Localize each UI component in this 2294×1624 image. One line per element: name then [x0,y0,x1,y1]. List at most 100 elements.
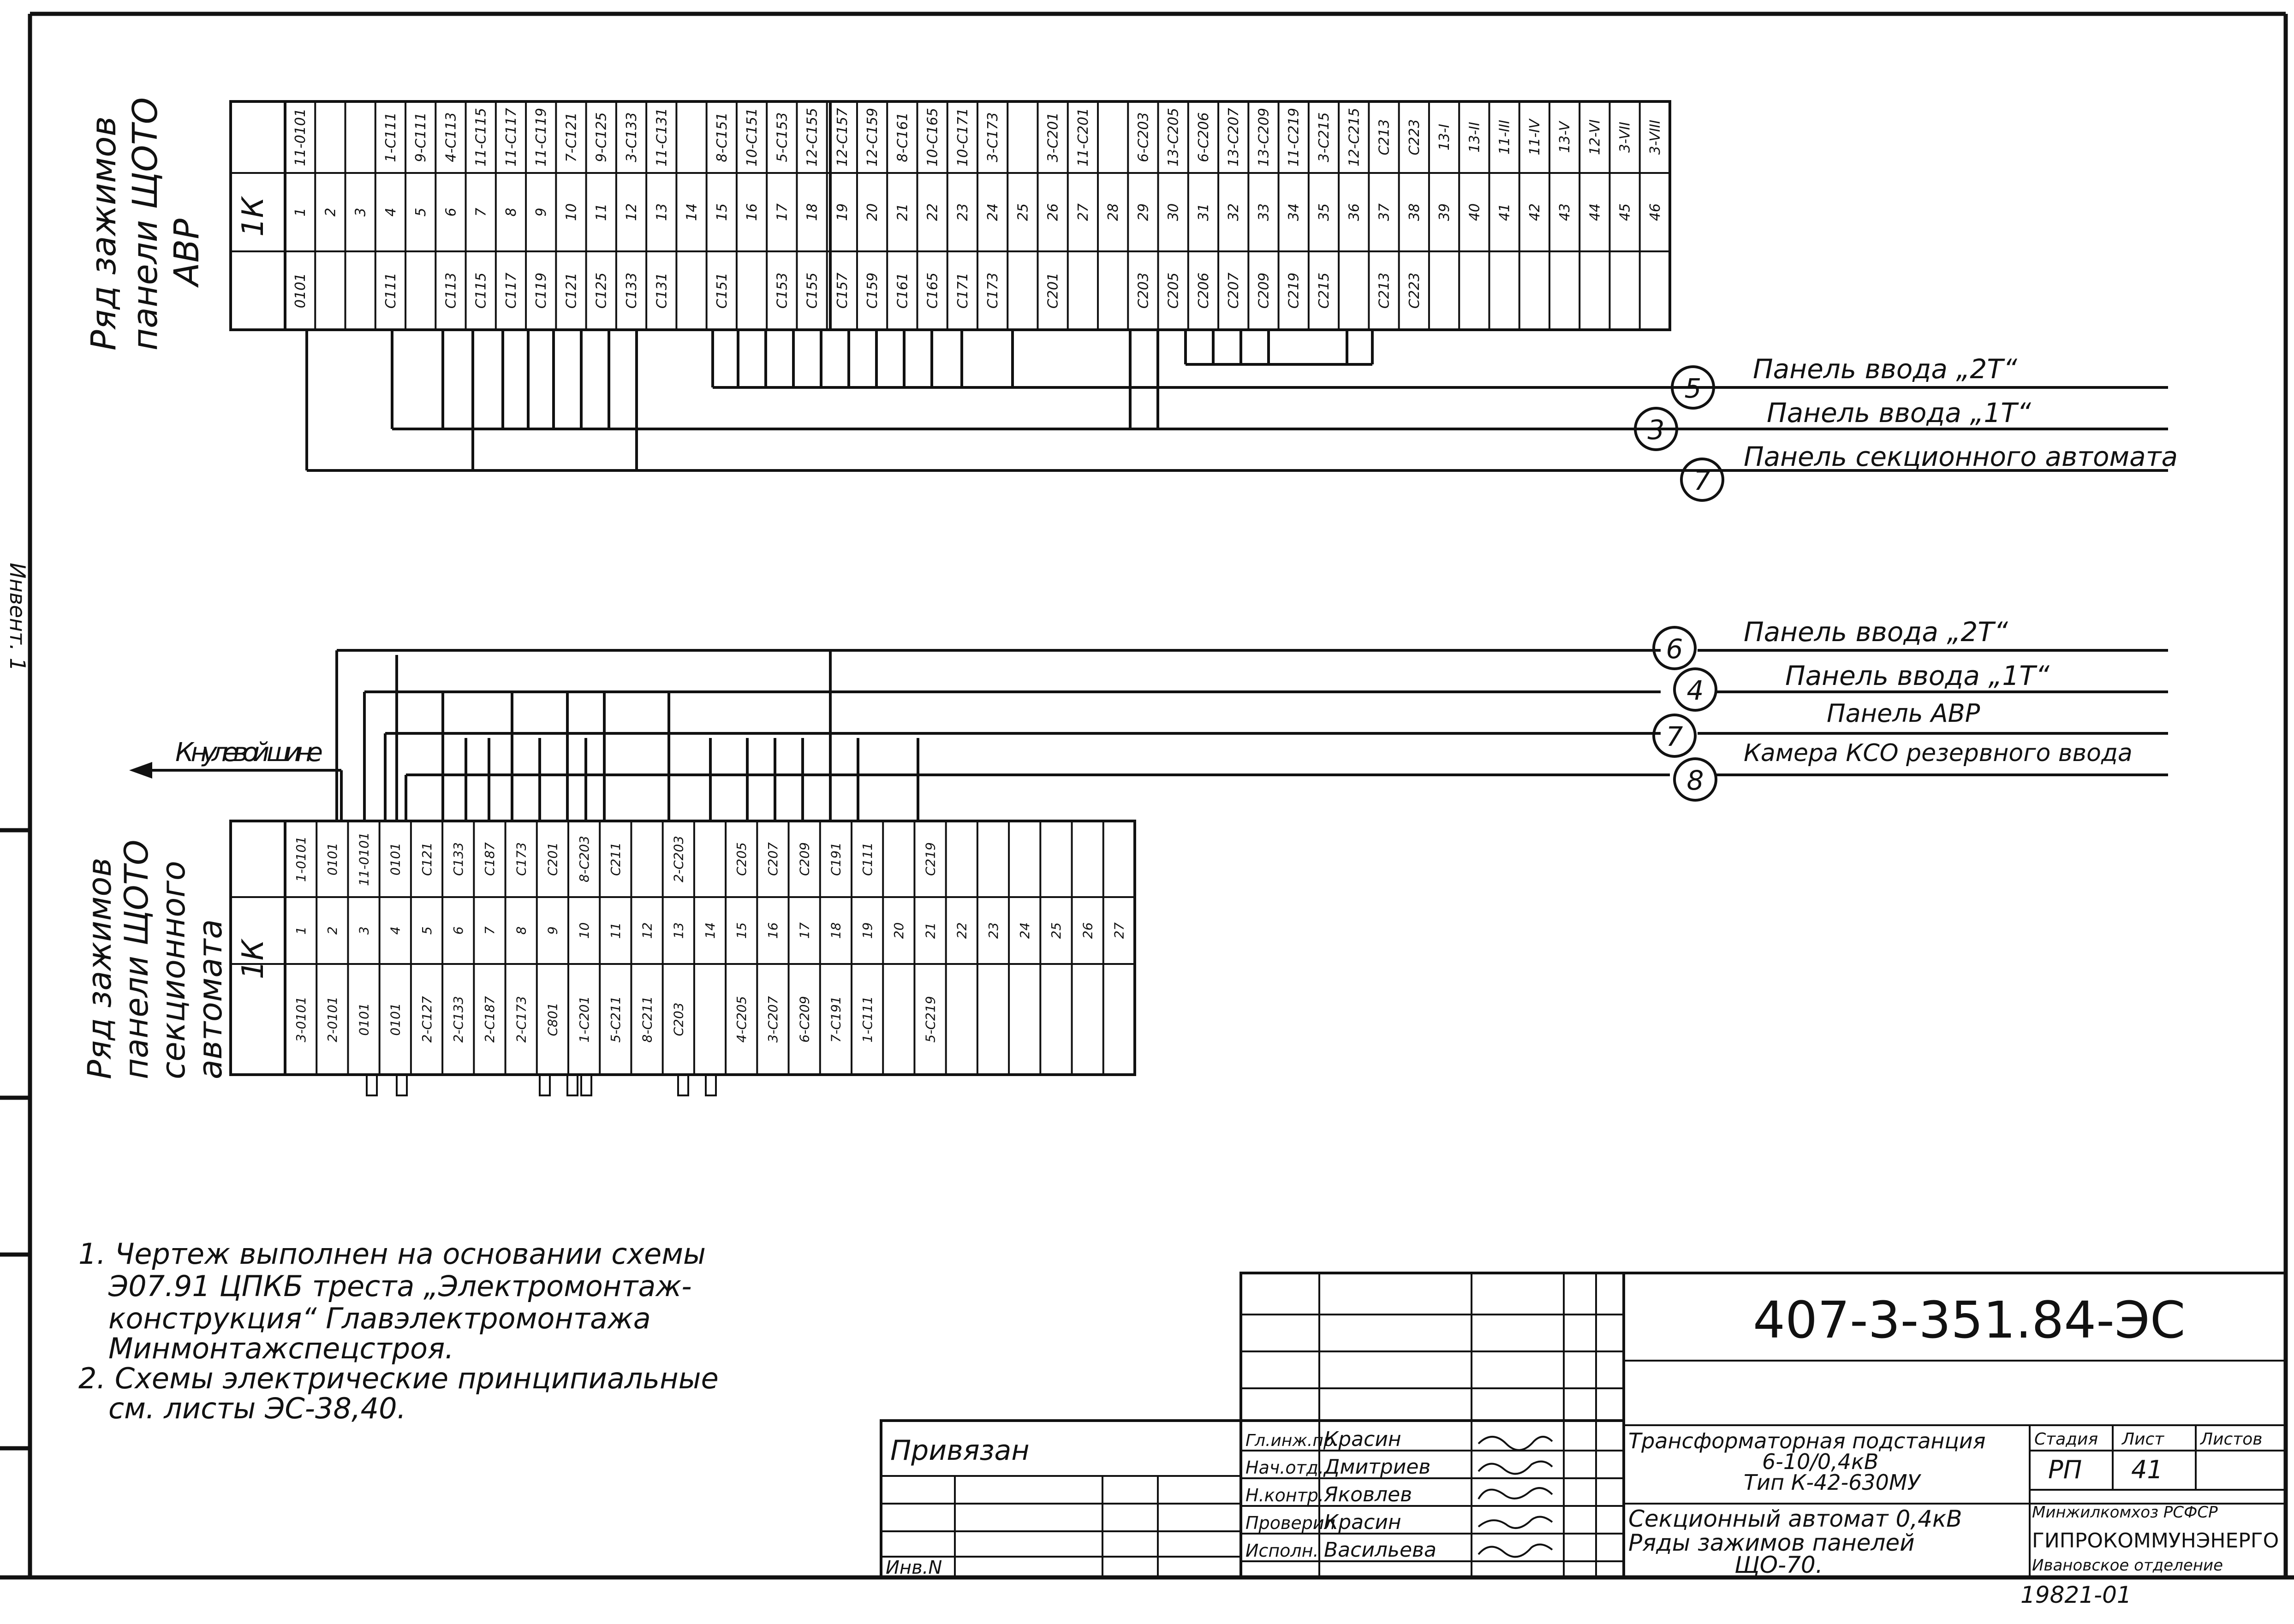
terminal-top_code: С207 [765,842,781,876]
terminal-bottom_code: С125 [594,273,610,309]
terminal-bottom_code: 5-С211 [608,996,623,1043]
terminal-top_code: 3-VII [1617,122,1633,153]
terminal-top_code: 11-С131 [654,108,670,167]
block-title-bottom-line-4: автомата [191,919,229,1079]
name-4: Красин [1324,1511,1401,1534]
terminal-number: 30 [1166,203,1182,221]
terminal-number: 9 [545,927,560,935]
sheet-header: Лист [2121,1430,2164,1449]
signature-5 [1478,1543,1553,1558]
terminal-top_code: 12-С159 [864,108,881,167]
block-title-top-line-1: Ряд зажимов [84,116,124,351]
block-label-bottom: 1К [236,938,270,979]
bottom-number: 19821-01 [2020,1582,2132,1608]
terminal-number: 19 [834,203,851,221]
terminal-number: 14 [703,922,718,939]
terminal-bottom_code: С207 [1226,273,1242,309]
terminal-top_code: 11-С117 [503,108,519,167]
terminal-number: 39 [1436,203,1453,221]
terminal-top_code: 13-I [1436,124,1453,150]
terminal-number: 12 [639,922,655,939]
terminal-bottom_code: С117 [503,273,519,309]
terminal-number: 10 [577,922,592,939]
terminal-number: 2 [322,208,339,216]
terminal-bottom_code: С159 [864,273,881,309]
terminal-number: 8 [503,208,519,216]
object-line-3: Тип К-42-630МУ [1744,1470,1922,1495]
terminal-top_code: 11-С119 [533,108,549,167]
name-3: Яковлев [1323,1483,1412,1506]
terminal-number: 5 [413,208,429,216]
terminal-bottom_code: 2-С173 [513,996,529,1043]
terminal-bottom_code: С215 [1316,273,1332,309]
terminal-number: 7 [473,208,489,216]
terminal-bottom_code: С171 [955,273,971,309]
terminal-bottom_code: 2-С187 [482,996,497,1042]
feeder-bottom-4-label: Камера КСО резервного ввода [1744,739,2133,767]
terminal-number: 23 [986,922,1001,939]
terminal-number: 20 [864,203,881,221]
terminal-number: 27 [1075,203,1091,221]
terminal-number: 17 [774,203,790,221]
terminal-number: 11 [608,922,623,939]
terminal-top_code: 11-IV [1527,118,1543,155]
terminal-top_code: 9-С111 [413,112,429,162]
doc-code: 407-3-351.84-ЭС [1753,1291,2186,1350]
terminal-number: 28 [1105,203,1121,221]
terminal-number: 45 [1617,203,1633,221]
terminal-top_code: 0101 [388,843,403,875]
terminal-top_code: 3-С215 [1316,112,1332,162]
role-3: Н.контр. [1245,1485,1324,1505]
terminal-number: 23 [955,203,971,221]
terminal-top_code: С213 [1376,119,1393,155]
terminal-number: 41 [1497,203,1513,221]
terminal-number: 1 [292,208,309,216]
block-title-top-line-2: панели ЩОТО [125,97,165,351]
org-line-1: Минжилкомхоз РСФСР [2032,1503,2218,1522]
terminal-top_code: С205 [734,842,749,876]
stage-header: Стадия [2034,1430,2098,1449]
terminal-number: 4 [388,927,403,935]
terminal-top_code: С111 [860,842,875,876]
terminal-number: 25 [1049,922,1064,939]
terminal-top_code: 11-С219 [1286,108,1302,167]
block-title-bottom-line-2: панели ЩОТО [118,840,155,1080]
feeders-top: 5 Панель ввода „2Т“ 3 Панель ввода „1Т“ … [1634,353,2178,502]
terminal-top_code: С219 [923,842,938,876]
terminal-number: 27 [1112,922,1127,939]
terminal-number: 3 [353,208,369,216]
terminal-number: 36 [1346,203,1362,221]
terminal-top_code: 3-С173 [985,112,1001,162]
terminal-number: 20 [891,922,906,939]
block-title-bottom: Ряд зажимов панели ЩОТО секционного авто… [81,840,229,1080]
block-title-bottom-line-1: Ряд зажимов [81,857,119,1079]
terminal-bottom_code: С173 [985,273,1001,309]
name-2: Дмитриев [1323,1455,1430,1479]
terminal-bottom_code: С219 [1286,273,1302,309]
terminal-top_code: С173 [513,842,529,876]
wiring-top [305,330,2168,472]
name-1: Красин [1324,1428,1401,1451]
object-line-1: Трансформаторная подстанция [1628,1428,1985,1453]
terminal-number: 22 [954,922,970,939]
terminal-top_code: 13-С207 [1226,108,1242,167]
terminal-number: 8 [513,927,529,935]
terminal-bottom_code: 7-С191 [828,996,844,1043]
notes: 1. Чертеж выполнен на основании схемы Э0… [78,1237,719,1425]
note-line-1: 1. Чертеж выполнен на основании схемы [78,1237,706,1271]
terminal-bottom_code: С131 [654,273,670,309]
terminal-top_code: 13-С205 [1166,108,1182,167]
terminal-number: 37 [1376,203,1393,221]
feeder-bottom-1-marker [1652,626,1697,670]
block-label-top: 1К [236,196,270,237]
terminal-number: 35 [1316,203,1332,221]
terminal-number: 22 [925,203,941,221]
wiring-bottom: К нулевой шине [129,649,2168,821]
terminal-top_code: 2-С203 [671,836,686,882]
terminal-bottom_code: С157 [834,273,851,309]
feeder-top-1-num: 5 [1685,373,1702,404]
terminal-bottom_code: С155 [804,273,821,309]
terminal-number: 24 [985,203,1001,221]
terminal-bottom_code: 1-С111 [860,996,875,1043]
terminal-number: 33 [1256,203,1272,221]
